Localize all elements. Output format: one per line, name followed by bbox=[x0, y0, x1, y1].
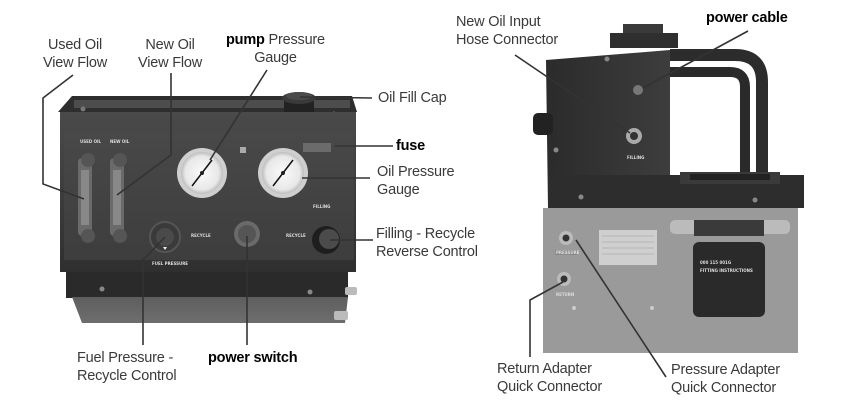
leader-lines bbox=[42, 30, 749, 378]
callout-power-switch: power switch bbox=[208, 350, 298, 366]
callout-used-oil-view-flow: Used Oil View Flow bbox=[43, 37, 108, 71]
callout-filling-recycle-reverse-control: Filling - Recycle Reverse Control bbox=[376, 226, 478, 260]
filling-side-marking: FILLING bbox=[627, 155, 644, 160]
filling-marking: FILLING bbox=[313, 204, 330, 209]
filter-code: 000 115 001G bbox=[700, 260, 731, 265]
nameplate bbox=[599, 230, 657, 265]
callout-fuse: fuse bbox=[396, 138, 426, 154]
leader-new-oil-input bbox=[514, 54, 631, 134]
callout-return-adapter-quick-connector: Return Adapter Quick Connector bbox=[497, 361, 602, 395]
new-oil-marking: NEW OIL bbox=[110, 139, 130, 144]
callout-pump-pressure-gauge: pump Pressure Gauge bbox=[226, 32, 325, 66]
new-oil-view-flow-tube bbox=[110, 153, 127, 243]
indicator-light bbox=[240, 147, 246, 153]
pressure-marking: PRESSURE bbox=[556, 250, 580, 255]
power-cable-port bbox=[633, 85, 643, 95]
recycle-marking-left: RECYCLE bbox=[191, 233, 211, 238]
oil-fill-cap-icon bbox=[282, 92, 316, 114]
recycle-marking-right: RECYCLE bbox=[286, 233, 306, 238]
callout-fuel-pressure-recycle-control: Fuel Pressure - Recycle Control bbox=[77, 350, 177, 384]
leader-used-oil bbox=[42, 74, 85, 200]
used-oil-marking: USED OIL bbox=[80, 139, 101, 144]
oil-filter bbox=[693, 242, 765, 317]
callout-new-oil-input-hose-connector: New Oil Input Hose Connector bbox=[456, 14, 558, 48]
leader-pump-gauge bbox=[209, 69, 268, 161]
callout-oil-fill-cap: Oil Fill Cap bbox=[378, 90, 447, 106]
filling-recycle-reverse-knob bbox=[312, 226, 340, 254]
side-knob bbox=[533, 113, 553, 135]
side-fitting-icon bbox=[345, 287, 357, 295]
power-switch-button bbox=[234, 221, 260, 247]
fuse-holder bbox=[303, 143, 331, 152]
callout-pressure-adapter-quick-connector: Pressure Adapter Quick Connector bbox=[671, 362, 780, 396]
return-marking: RETURN bbox=[556, 292, 574, 297]
leader-return-adapter bbox=[529, 281, 564, 357]
oil-pressure-gauge-dial bbox=[258, 148, 308, 198]
side-fitting-icon bbox=[334, 311, 348, 320]
leader-fuel-pressure bbox=[142, 236, 166, 345]
filter-text: FITTING INSTRUCTIONS bbox=[700, 268, 753, 273]
used-oil-view-flow-tube bbox=[78, 153, 95, 243]
callout-power-cable: power cable bbox=[706, 10, 788, 26]
pump-pressure-gauge-dial bbox=[177, 148, 227, 198]
leader-power-cable bbox=[642, 30, 749, 89]
callout-oil-pressure-gauge: Oil Pressure Gauge bbox=[377, 164, 455, 198]
leader-new-oil bbox=[116, 73, 172, 196]
side-view-machine: FILLING PRESSURE RETURN 000 115 001G FIT… bbox=[533, 24, 804, 353]
leader-oil-fill-cap bbox=[299, 96, 373, 99]
fuel-pressure-marking: FUEL PRESSURE bbox=[152, 261, 188, 266]
front-view-machine: USED OIL NEW OIL RECYCLE RECYCLE FUEL PR… bbox=[58, 92, 357, 323]
callout-new-oil-view-flow: New Oil View Flow bbox=[138, 37, 203, 71]
base bbox=[72, 297, 348, 323]
leader-pressure-adapter bbox=[575, 239, 667, 378]
